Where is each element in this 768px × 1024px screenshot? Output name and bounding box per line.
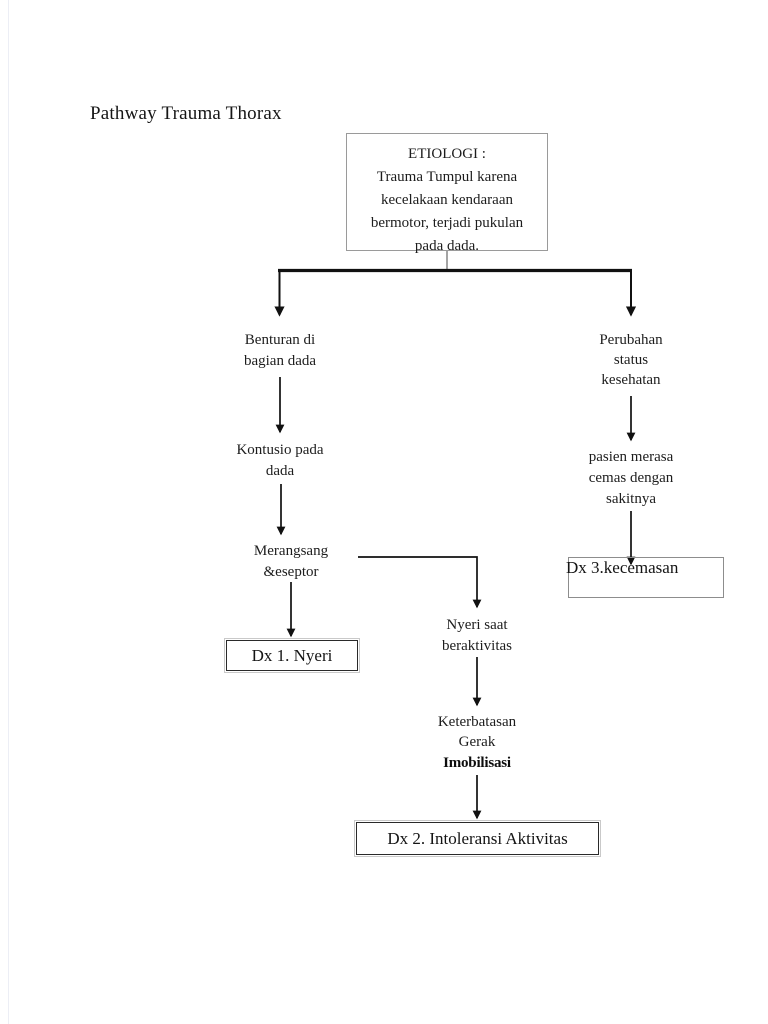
page-edge-rule (8, 0, 9, 1024)
node-benturan-di-bagian-dada[interactable]: Benturan di bagian dada (243, 332, 317, 369)
edge-merangsang-to-nyeri-beraktivitas (358, 556, 482, 609)
node-dx3-kecemasan-box[interactable] (568, 557, 724, 598)
page-title: Pathway Trauma Thorax (90, 103, 282, 124)
node-pasien-merasa-cemas[interactable]: pasien merasa cemas dengan sakitnya (588, 449, 674, 507)
node-etiologi[interactable]: ETIOLOGI : Trauma Tumpul karena kecelaka… (346, 133, 548, 254)
node-dx2-intoleransi-aktivitas[interactable]: Dx 2. Intoleransi Aktivitas (354, 820, 601, 857)
node-perubahan-status-kesehatan[interactable]: Perubahan status kesehatan (599, 332, 663, 388)
node-dx1-nyeri[interactable]: Dx 1. Nyeri (224, 638, 360, 673)
node-keterbatasan-gerak[interactable]: Keterbatasan Gerak (437, 714, 517, 750)
node-imobilisasi[interactable]: Imobilisasi (443, 755, 511, 771)
node-kontusio-pada-dada[interactable]: Kontusio pada dada (236, 442, 324, 479)
node-dx3-kecemasan-label[interactable]: Dx 3.kecemasan (566, 558, 679, 577)
node-nyeri-saat-beraktivitas[interactable]: Nyeri saat beraktivitas (442, 617, 512, 654)
node-merangsang-reseptor[interactable]: Merangsang &eseptor (253, 543, 329, 580)
